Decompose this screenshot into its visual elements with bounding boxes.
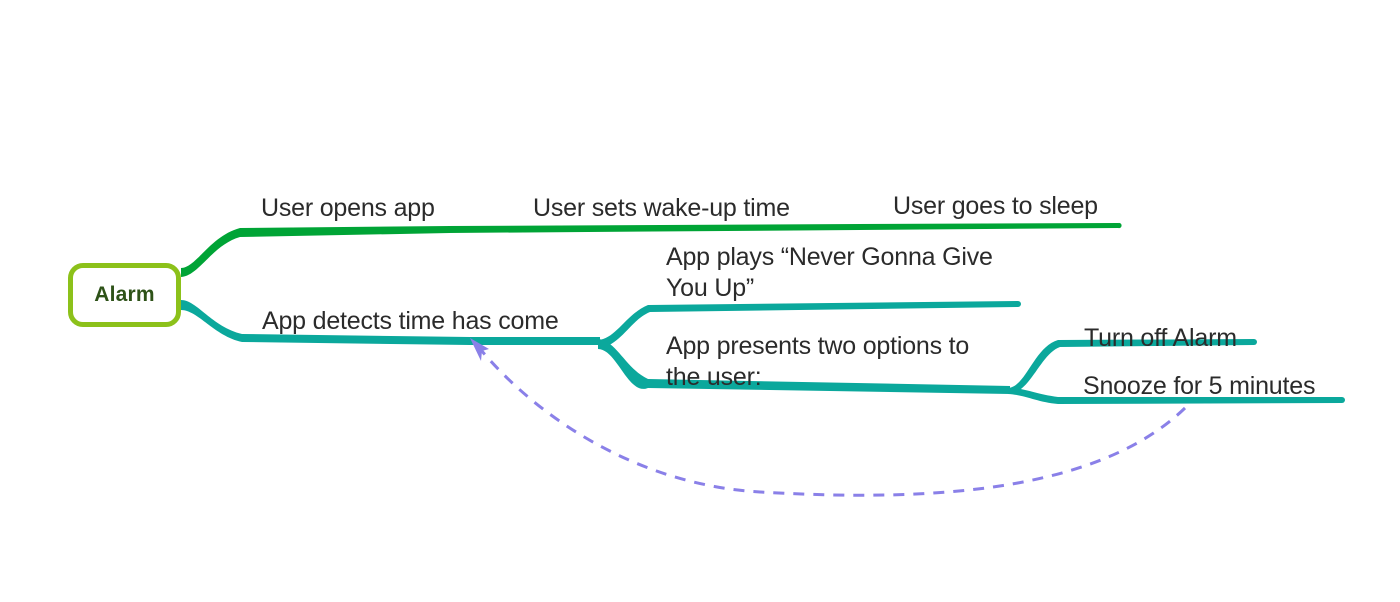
root-node-alarm[interactable]: Alarm xyxy=(68,263,181,327)
teal-fork-upper xyxy=(598,301,1018,348)
root-node-label: Alarm xyxy=(94,283,155,306)
teal-fork-turn-off xyxy=(1008,339,1254,394)
relationship-arrow-curve xyxy=(479,349,1187,497)
relationship-arrowhead-icon xyxy=(470,338,489,361)
node-user-sets-wake-up-time[interactable]: User sets wake-up time xyxy=(533,194,790,222)
node-app-plays-song[interactable]: App plays “Never Gonna Give You Up” xyxy=(666,243,993,302)
relationship-arrow xyxy=(470,338,1187,497)
node-app-detects-time-has-come[interactable]: App detects time has come xyxy=(262,307,559,335)
teal-fork-lower xyxy=(598,339,1010,394)
green-branch-tip xyxy=(858,223,1118,230)
node-user-goes-to-sleep[interactable]: User goes to sleep xyxy=(893,192,1098,220)
teal-fork-snooze xyxy=(1008,388,1342,404)
teal-branch-stem xyxy=(181,300,600,345)
node-snooze-for-5-minutes[interactable]: Snooze for 5 minutes xyxy=(1083,372,1316,400)
node-app-presents-two-options[interactable]: App presents two options to the user: xyxy=(666,332,970,391)
green-branch-ribbon xyxy=(181,222,1122,277)
node-turn-off-alarm[interactable]: Turn off Alarm xyxy=(1084,324,1237,352)
node-user-opens-app[interactable]: User opens app xyxy=(261,194,435,222)
teal-branch-ribbon xyxy=(181,300,1345,404)
green-branch-mid xyxy=(448,224,860,233)
green-branch-stem xyxy=(181,226,450,277)
